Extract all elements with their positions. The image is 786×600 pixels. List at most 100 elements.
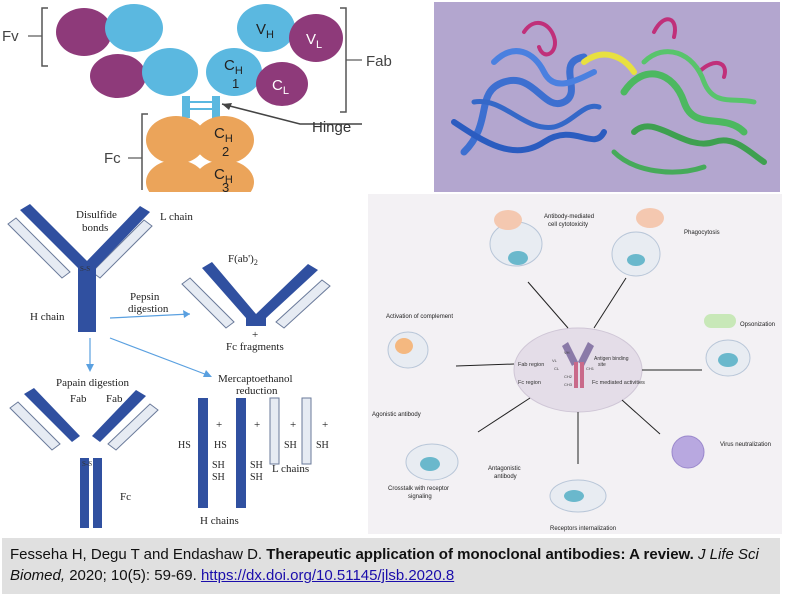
citation-title: Therapeutic application of monoclonal an… xyxy=(266,546,694,563)
sh-label-2: SH xyxy=(212,472,225,483)
sh-label-4: SH xyxy=(250,472,263,483)
pepsin-digestion-label: digestion xyxy=(128,303,169,315)
l-chains-label: L chains xyxy=(272,463,309,475)
papain-fab-label-right: Fab xyxy=(106,393,123,405)
papain-fab-right-heavy xyxy=(92,390,146,442)
papain-fc-ss: S-S xyxy=(82,460,92,468)
l-chain-label: L chain xyxy=(160,211,193,223)
ribbon-green-3 xyxy=(641,49,757,105)
ribbon-magenta-2 xyxy=(652,17,677,39)
sh-label-5: SH xyxy=(284,440,297,451)
crosstalk-nucleus xyxy=(420,457,440,471)
arrow-adcc xyxy=(527,281,569,329)
pepsin-label: Pepsin xyxy=(130,291,160,303)
papain-fab-right xyxy=(92,390,159,451)
papain-fab-left xyxy=(9,388,80,451)
phago-target xyxy=(627,254,645,266)
intact-ss: S-S xyxy=(80,265,90,273)
fab2-heavy-right xyxy=(256,264,318,326)
phago-nucleus xyxy=(636,208,664,228)
arrow-complement xyxy=(455,363,515,367)
mercapto-arrowhead xyxy=(203,370,212,377)
fab2-label: F(ab')2 xyxy=(228,253,258,267)
mercapto-label: Mercaptoethanol xyxy=(218,373,293,385)
ch1-number: 1 xyxy=(232,76,239,91)
center-vl: VL xyxy=(552,358,558,363)
papain-fc-label: Fc xyxy=(120,491,131,503)
arrow-phagocytosis xyxy=(593,277,627,329)
functions-svg: Fab region Fc region Antigen binding sit… xyxy=(372,208,775,532)
antagonistic-label: Antagonistic xyxy=(488,466,521,472)
center-fc-region: Fc region xyxy=(518,380,541,386)
adcc-target-nucleus xyxy=(508,251,528,265)
digestion-svg: S-S Disulfide bonds L chain H chain Peps… xyxy=(7,204,331,528)
adcc-label2: cell cytotoxicity xyxy=(548,222,588,228)
fab2-light-right xyxy=(275,279,331,329)
hinge-right-strand xyxy=(212,96,220,118)
antibody-functions-diagram: Fab region Fc region Antigen binding sit… xyxy=(368,194,782,534)
ch2-label: CH xyxy=(214,125,233,145)
papain-arrowhead xyxy=(86,364,94,372)
sh-label-1: SH xyxy=(212,460,225,471)
pepsin-arrow xyxy=(109,313,191,319)
pepsin-arrowhead xyxy=(183,310,190,318)
center-antibody xyxy=(562,342,594,388)
reduction-label: reduction xyxy=(236,385,278,397)
hinge-arrowhead xyxy=(222,103,232,110)
opson-complement xyxy=(704,314,736,328)
adcc-label: Antibody-mediated xyxy=(544,214,594,220)
reduced-light-2 xyxy=(301,397,312,465)
papain-label: Papain digestion xyxy=(56,377,130,389)
hs-label-2: HS xyxy=(214,440,227,451)
center-ch2: CH2 xyxy=(564,374,573,379)
reduced-light-1 xyxy=(269,397,280,465)
h-chains-label: H chains xyxy=(200,515,239,527)
left-vh-domain xyxy=(105,4,163,52)
intact-heavy-right xyxy=(86,206,150,332)
mercapto-arrow xyxy=(109,337,211,377)
ribbon-magenta-1 xyxy=(522,21,557,57)
fc-ch3-left xyxy=(146,160,206,192)
hinge-label: Hinge xyxy=(312,119,351,136)
vh-label: VH xyxy=(256,21,274,41)
opsonization-label: Opsonization xyxy=(740,322,775,328)
ribbon-green-4 xyxy=(611,149,707,175)
arrow-crosstalk xyxy=(477,397,531,433)
reduced-heavy-1 xyxy=(198,398,208,508)
red-plus-3: + xyxy=(290,419,296,431)
center-stem-right xyxy=(580,362,584,388)
papain-fc-right xyxy=(93,458,102,528)
ribbon-blue-1 xyxy=(460,53,588,156)
arrow-virus xyxy=(621,399,661,435)
left-vl-domain xyxy=(56,8,112,56)
red-plus-2: + xyxy=(254,419,260,431)
cl-label: CL xyxy=(272,77,289,97)
citation-caption: Fesseha H, Degu T and Endashaw D. Therap… xyxy=(2,538,780,594)
fv-bracket xyxy=(41,7,48,67)
ch3-label: CH xyxy=(214,166,233,186)
left-cl-domain xyxy=(90,54,146,98)
fab2-fragment xyxy=(181,262,331,329)
fc-bracket xyxy=(141,113,148,190)
fv-label: Fv xyxy=(2,28,19,45)
virus-particle xyxy=(671,435,705,469)
sh-label-6: SH xyxy=(316,440,329,451)
antibody-structure-svg: Fv Fab Fc Hinge VH VL CH 1 CL CH 2 CH 3 xyxy=(2,4,392,192)
right-cl-domain xyxy=(256,62,308,106)
fc-ch2-left xyxy=(146,116,206,164)
agonistic-label: Agonistic antibody xyxy=(372,412,421,418)
red-plus-4: + xyxy=(322,419,328,431)
citation-details: 2020; 10(5): 59-69. xyxy=(65,567,201,584)
hs-label-1: HS xyxy=(178,440,191,451)
red-plus-1: + xyxy=(216,419,222,431)
right-vl-domain xyxy=(289,14,343,62)
fc-ch2-right xyxy=(194,116,254,164)
ribbon-structure-image xyxy=(434,2,780,192)
center-ch1: CH1 xyxy=(586,366,595,371)
doi-link[interactable]: https://dx.doi.org/10.51145/jlsb.2020.8 xyxy=(200,567,455,584)
fab2-light-left xyxy=(181,277,235,329)
left-ch1-domain xyxy=(142,48,198,96)
ribbon-magenta-3 xyxy=(697,61,727,79)
fc-label: Fc xyxy=(104,150,121,167)
ribbon-blue-2 xyxy=(451,119,607,154)
